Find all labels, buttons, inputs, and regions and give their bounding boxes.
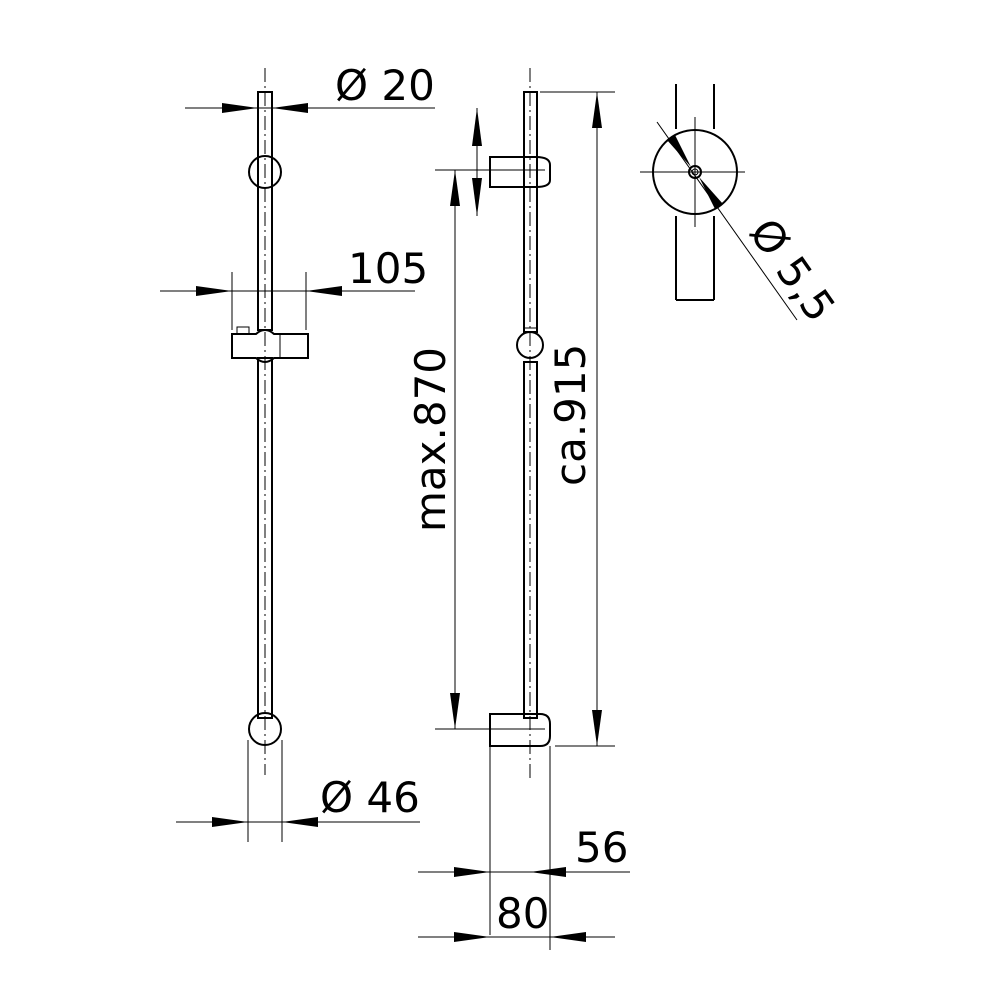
dim-bracket-depth: 80 (418, 889, 615, 942)
side-top-holder (489, 156, 551, 188)
dim-bracket-diameter: Ø 46 (176, 740, 420, 842)
front-view: Ø 20 105 Ø 46 (160, 61, 435, 842)
front-top-bracket (248, 155, 282, 189)
dim-bracket-depth-label: 80 (496, 889, 549, 938)
dim-total-length-label: ca.915 (546, 344, 595, 486)
front-bar-lower (257, 357, 273, 719)
dim-bar-diameter: Ø 20 (185, 61, 435, 113)
front-bottom-bracket (248, 712, 282, 746)
dim-total-length: ca.915 (540, 91, 615, 747)
end-view-leader (656, 121, 798, 321)
end-view: Ø 5,5 (640, 84, 845, 330)
dim-hole-diameter-label: Ø 5,5 (740, 210, 845, 331)
dim-bar-diameter-label: Ø 20 (335, 61, 435, 110)
side-slider-knob (516, 331, 544, 359)
dim-max-length-label: max.870 (406, 347, 455, 532)
dim-holder-depth-label: 56 (575, 823, 628, 872)
dim-slider-width: 105 (160, 244, 428, 330)
side-bottom-holder (489, 713, 551, 747)
dim-slider-width-label: 105 (348, 244, 428, 293)
side-bar-lower (523, 361, 538, 719)
side-view: max.870 ca.915 56 80 (406, 68, 630, 950)
dim-holder-depth: 56 (418, 746, 630, 950)
front-slider (231, 326, 309, 363)
dim-max-length: max.870 (406, 169, 545, 730)
height-adjust-arrow (472, 108, 482, 216)
dim-bracket-diameter-label: Ø 46 (320, 773, 420, 822)
